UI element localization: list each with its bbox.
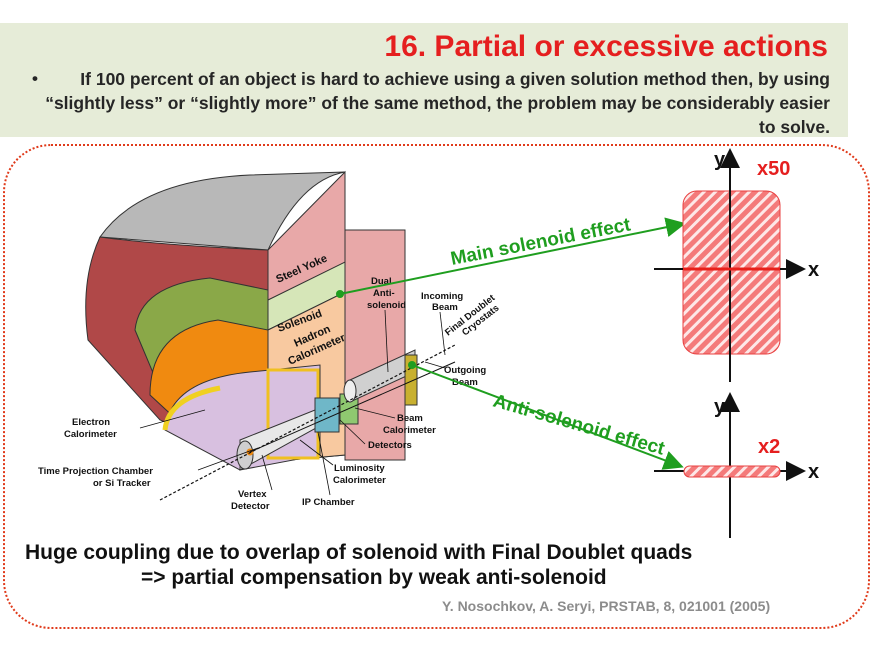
caption-line-1: Huge coupling due to overlap of solenoid… xyxy=(25,541,693,564)
label-detectors: Detectors xyxy=(368,440,412,451)
label-dual-2: Anti- xyxy=(373,288,395,299)
content-frame xyxy=(3,144,870,629)
title-banner: 16. Partial or excessive actions • If 10… xyxy=(0,23,848,137)
plot2-x-label: x xyxy=(808,461,819,483)
label-beam-cal-1: Beam xyxy=(397,413,423,424)
label-electron-2: Calorimeter xyxy=(64,429,117,440)
beam-cross-section-large xyxy=(682,190,781,355)
label-dual-3: solenoid xyxy=(367,300,406,311)
beam-plot-anti: y x x2 xyxy=(654,392,819,538)
label-tpc-2: or Si Tracker xyxy=(93,478,151,489)
plot1-y-label: y xyxy=(714,149,726,171)
plot1-multiplier: x50 xyxy=(757,158,790,180)
plot2-multiplier: x2 xyxy=(758,436,780,458)
label-dual-1: Dual xyxy=(371,276,392,287)
label-ip-chamber: IP Chamber xyxy=(302,497,355,508)
label-luminosity-2: Calorimeter xyxy=(333,475,386,486)
beam-plot-main: y x x50 xyxy=(654,148,819,382)
anti-solenoid-effect-label: Anti-solenoid effect xyxy=(491,391,668,460)
detector-illustration xyxy=(85,170,456,501)
slide-title: 16. Partial or excessive actions xyxy=(384,30,828,63)
label-vertex-1: Vertex xyxy=(238,489,267,500)
label-vertex-2: Detector xyxy=(231,501,270,512)
label-tpc-1: Time Projection Chamber xyxy=(38,466,153,477)
bullet-text: If 100 percent of an object is hard to a… xyxy=(45,69,830,137)
beam-cross-section-flat xyxy=(683,465,781,478)
label-luminosity-1: Luminosity xyxy=(334,463,385,474)
plot2-y-label: y xyxy=(714,396,726,418)
main-solenoid-effect-label: Main solenoid effect xyxy=(449,214,633,270)
label-outgoing-1: Outgoing xyxy=(444,365,486,376)
caption-line-2: => partial compensation by weak anti-sol… xyxy=(141,566,607,589)
label-electron-1: Electron xyxy=(72,417,110,428)
yoke-top-surface xyxy=(99,171,346,251)
reference-citation: Y. Nosochkov, A. Seryi, PRSTAB, 8, 02100… xyxy=(442,598,771,614)
label-incoming-1: Incoming xyxy=(421,291,463,302)
label-beam-cal-2: Calorimeter xyxy=(383,425,436,436)
label-outgoing-2: Beam xyxy=(452,377,478,388)
label-incoming-2: Beam xyxy=(432,302,458,313)
bullet-marker: • xyxy=(32,69,38,88)
plot1-x-label: x xyxy=(808,259,819,281)
